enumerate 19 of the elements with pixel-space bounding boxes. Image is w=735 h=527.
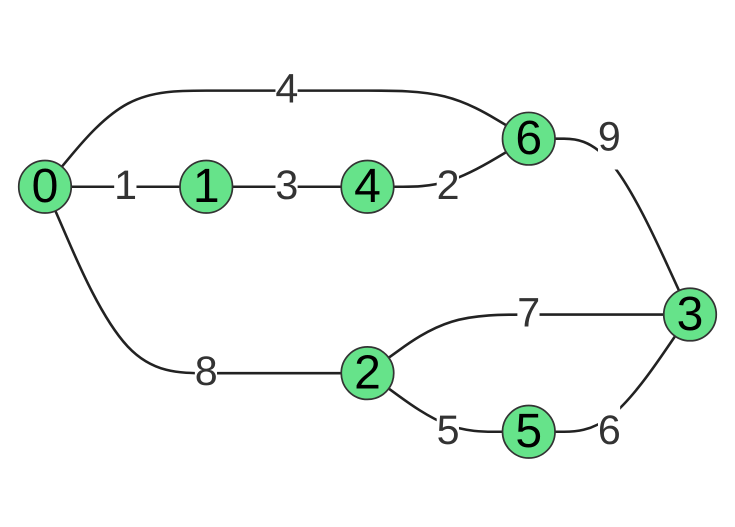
node-circle: 2 [340,346,395,400]
edge-label: 5 [436,407,460,454]
node-circle: 5 [502,404,556,459]
edge-label: 7 [517,290,540,337]
node-circle: 1 [179,159,234,214]
connector [54,210,342,374]
node-circle: 4 [340,159,395,214]
edge-label: 6 [598,407,621,454]
node-circle: 0 [18,159,72,214]
connector [60,89,507,168]
node-circle: 6 [502,111,556,166]
edge-label: 4 [275,66,298,113]
edge-label: 3 [275,162,298,209]
edge-label: 9 [598,114,621,161]
edge-label: 8 [194,348,218,396]
node-circle: 3 [662,287,718,342]
edge-label: 1 [114,162,138,209]
connector [388,312,664,358]
edge-label: 2 [436,162,460,209]
